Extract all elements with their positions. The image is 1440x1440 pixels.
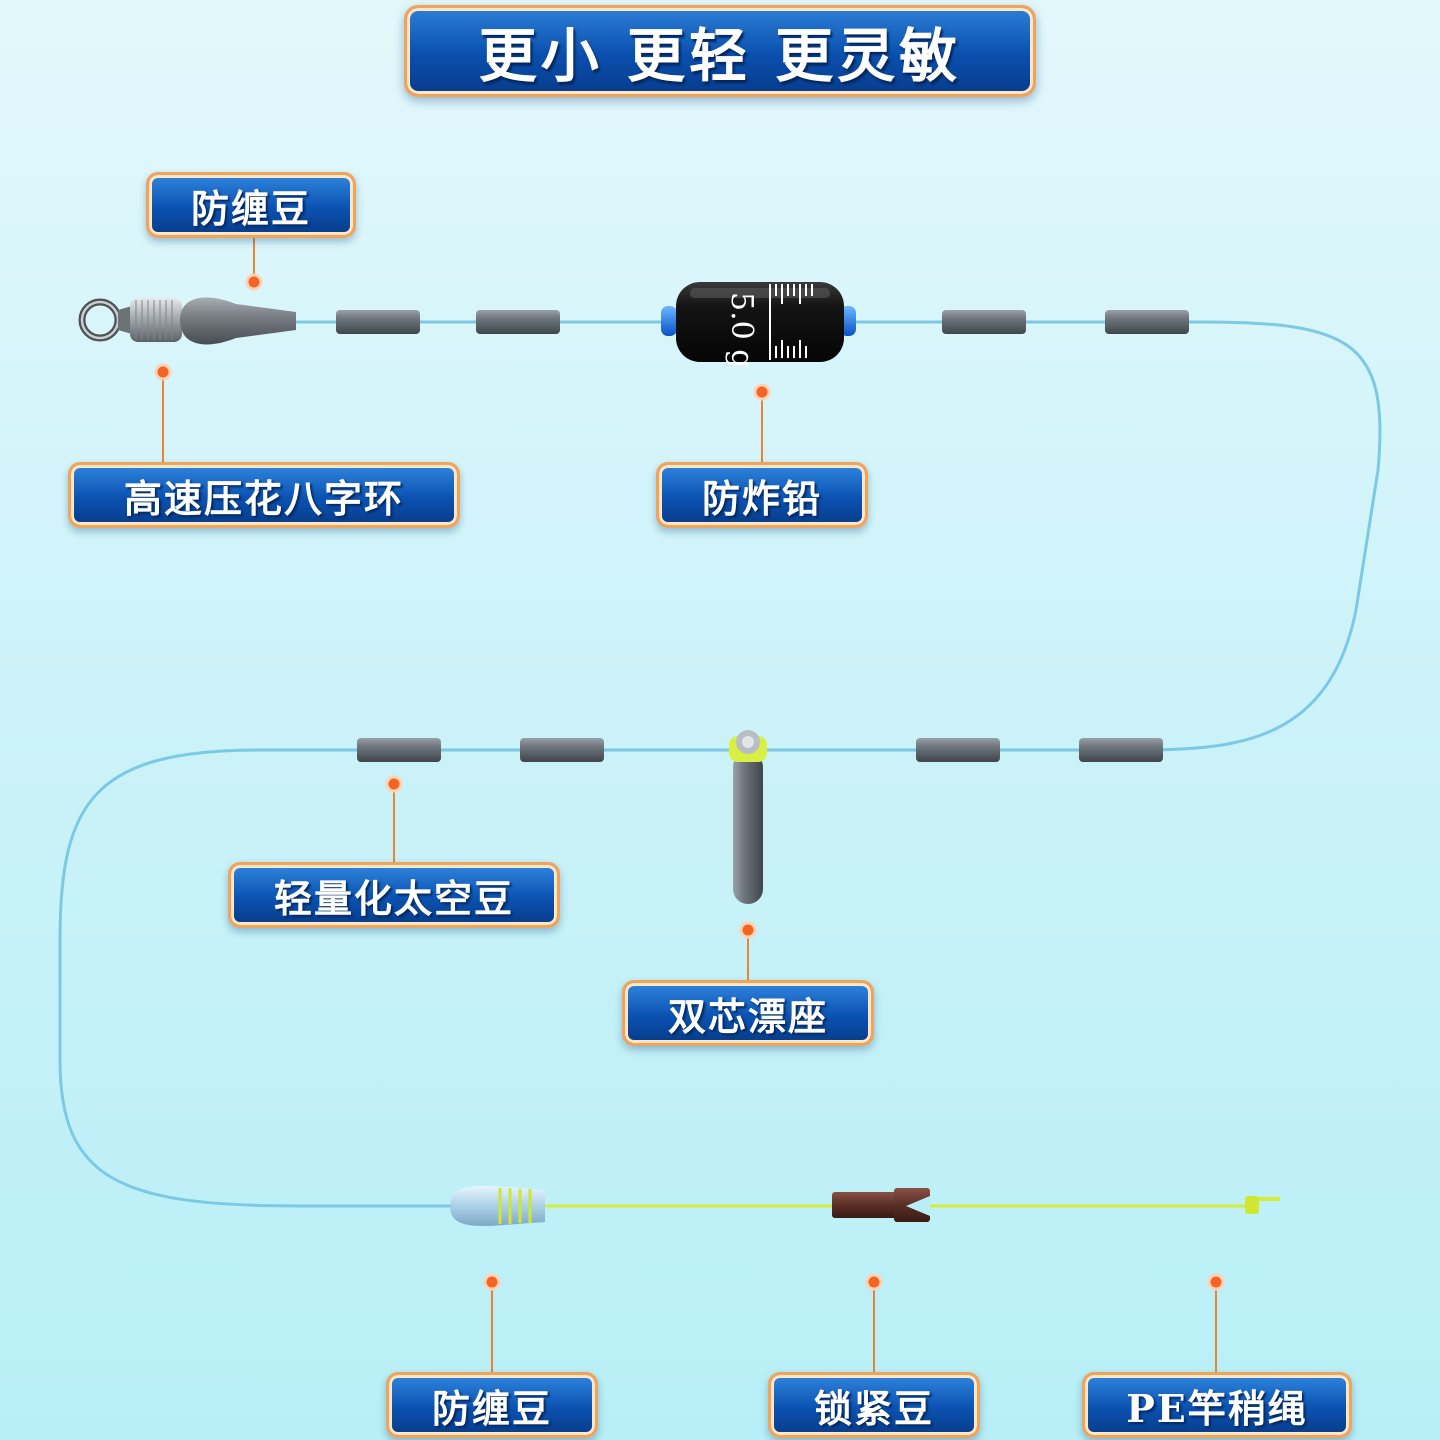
lock-bean [832,1188,930,1222]
label-pe-line: PE竿稍绳 [1082,1372,1352,1438]
label-sinker: 防炸铅 [656,462,868,528]
swivel [78,297,296,345]
space-bean [520,738,604,762]
pe-line-end [1245,1196,1259,1214]
label-text: 轻量化太空豆 [273,875,514,921]
space-bean [1105,310,1189,334]
page-title: 更小 更轻 更灵敏 [478,22,962,90]
space-bean [942,310,1026,334]
space-bean [357,738,441,762]
label-text: 防缠豆 [190,185,311,231]
label-text: 高速压花八字环 [123,475,404,521]
callout-leaders [162,236,1217,1372]
label-text: 双芯漂座 [667,993,828,1039]
anti-tangle-bean-bottom [450,1186,545,1226]
label-anti-tangle-bean-bottom: 防缠豆 [386,1372,598,1438]
sinker-weight-text: 5.0 g [724,292,759,368]
label-text: 防炸铅 [701,475,822,521]
double-core-float-seat [729,730,767,904]
label-text: PE竿稍绳 [1126,1385,1308,1431]
anti-burst-sinker: 5.0 g [661,282,856,368]
fishing-line [58,320,1382,1208]
space-bean [1079,738,1163,762]
label-text: 防缠豆 [431,1385,552,1431]
label-text: 锁紧豆 [813,1385,934,1431]
space-bean [476,310,560,334]
label-swivel: 高速压花八字环 [68,462,460,528]
label-space-bean: 轻量化太空豆 [228,862,560,928]
space-bean [916,738,1000,762]
label-float-seat: 双芯漂座 [622,980,874,1046]
callout-dots [154,273,1225,1291]
title-banner: 更小 更轻 更灵敏 [404,5,1036,97]
label-lock-bean: 锁紧豆 [768,1372,980,1438]
label-anti-tangle-bean-top: 防缠豆 [146,172,356,238]
space-bean [336,310,420,334]
